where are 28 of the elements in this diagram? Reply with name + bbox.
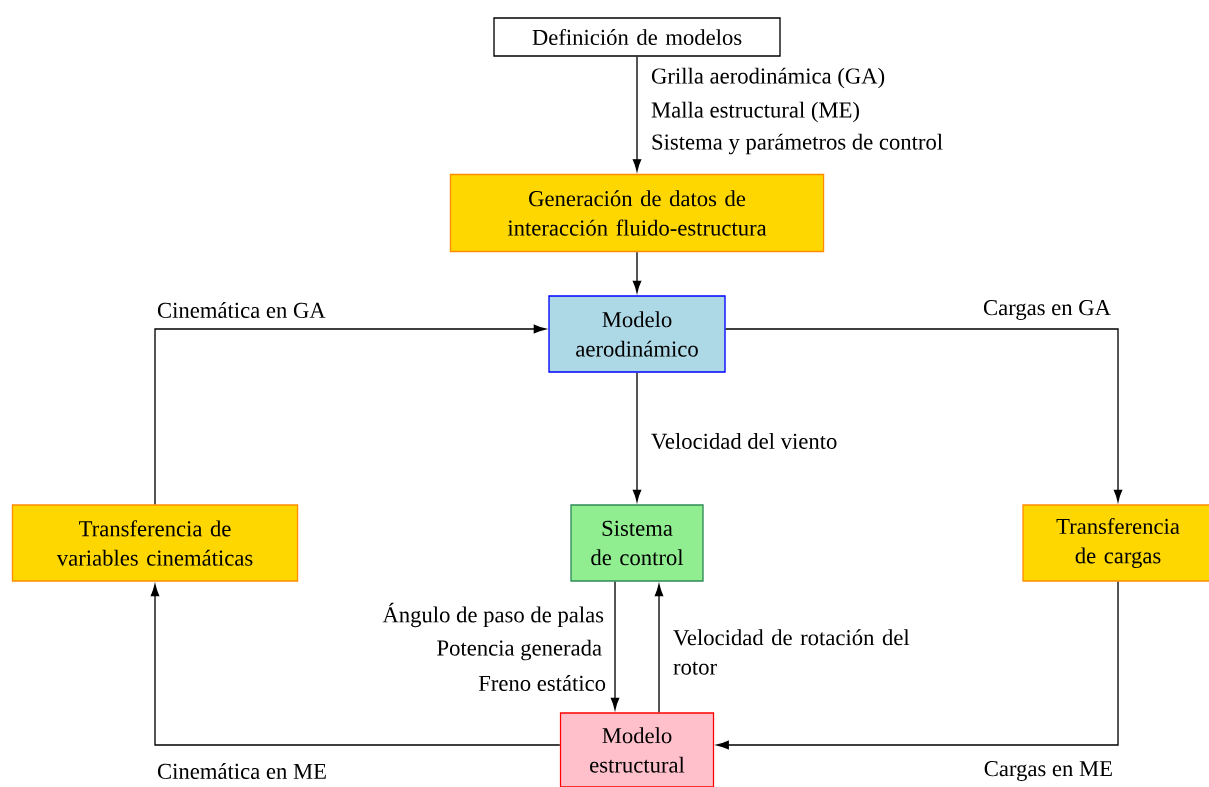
- arrow: [154, 324, 546, 505]
- process-box: Modelo aerodinámico: [548, 295, 726, 373]
- arrow: [610, 581, 620, 710]
- annotation: Freno estático: [478, 675, 606, 691]
- arrow: [654, 584, 664, 713]
- arrow: [725, 328, 1123, 502]
- edge-label: Cargas en GA: [983, 300, 1111, 320]
- edge-label: Cinemática en ME: [157, 763, 326, 779]
- process-box: Modelo estructural: [559, 712, 715, 787]
- edge-label: Velocidad del viento: [651, 432, 837, 449]
- process-box: Sistema de control: [570, 504, 704, 582]
- arrow: [632, 372, 642, 502]
- arrow: [632, 56, 642, 172]
- edge-label: Velocidad de rotación del rotor: [673, 629, 910, 675]
- start-box: Definición de modelos: [493, 17, 781, 57]
- process-box: Transferencia de cargas: [1022, 504, 1209, 582]
- annotation: Grilla aerodinámica (GA): [651, 67, 885, 89]
- arrow: [716, 581, 1119, 750]
- process-box: Transferencia de variables cinemáticas: [11, 504, 299, 582]
- annotation: Malla estructural (ME): [651, 101, 859, 123]
- arrow: [150, 584, 561, 746]
- arrow: [632, 251, 642, 293]
- annotation: Sistema y parámetros de control: [652, 133, 943, 155]
- process-box: Generación de datos de interacción fluido-estructura: [449, 173, 825, 253]
- annotation: Potencia generada: [437, 639, 602, 661]
- edge-label: Cargas en ME: [984, 761, 1112, 781]
- edge-label: Cinemática en GA: [157, 302, 326, 318]
- annotation: Ángulo de paso de palas: [382, 602, 604, 628]
